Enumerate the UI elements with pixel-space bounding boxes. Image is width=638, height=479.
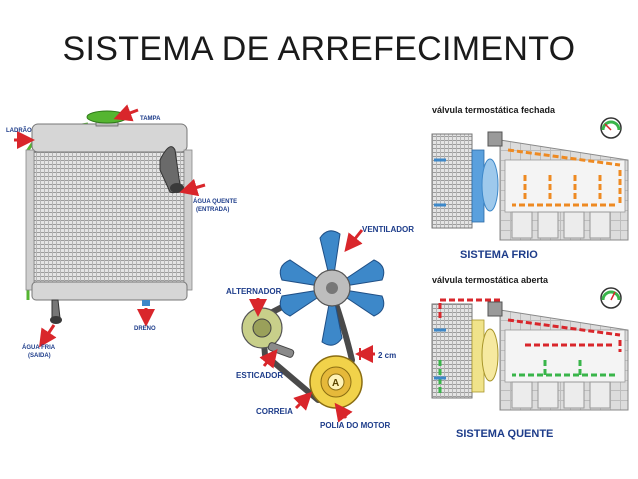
cold-fan bbox=[481, 158, 499, 212]
hot-flow-arrows-green bbox=[438, 360, 615, 395]
cold-radiator bbox=[431, 133, 473, 229]
cold-system-name: SISTEMA FRIO bbox=[460, 249, 538, 261]
cold-system-diagram: válvula termostática fechada bbox=[431, 105, 629, 261]
cold-gauge-arc bbox=[601, 120, 621, 131]
radiator-bottom-tank bbox=[31, 281, 188, 301]
hot-system-diagram: válvula termostática aberta bbox=[431, 275, 629, 440]
cold-pistons bbox=[511, 211, 611, 239]
radiator-frame-left bbox=[25, 149, 35, 291]
radiator-frame-right bbox=[183, 149, 193, 291]
drain-plug bbox=[142, 300, 150, 306]
radiator-diagram: LADRÃO TAMPA ÁGUA QUENTE (ENTRADA) ÁGUA … bbox=[6, 104, 237, 359]
alternator-pulley bbox=[252, 318, 272, 338]
label-esticador: ESTICADOR bbox=[236, 371, 283, 380]
cold-thermostat bbox=[487, 131, 503, 147]
cold-gauge-needle bbox=[604, 123, 612, 131]
hot-water-jacket bbox=[504, 329, 626, 383]
radiator-cap bbox=[86, 110, 128, 124]
motor-pulley-center bbox=[327, 373, 345, 391]
label-agua-fria: ÁGUA FRIA bbox=[22, 344, 56, 351]
cold-flow-arrows bbox=[507, 148, 622, 207]
label-agua-quente-entrada: (ENTRADA) bbox=[196, 207, 229, 213]
radiator-top-tank bbox=[31, 123, 188, 153]
hot-fan bbox=[481, 328, 499, 382]
agua-quente-arrow bbox=[179, 178, 206, 197]
tensioner bbox=[267, 342, 295, 358]
radiator-core bbox=[33, 151, 185, 283]
ventilador-arrow bbox=[344, 229, 364, 253]
label-agua-fria-saida: (SAIDA) bbox=[28, 353, 51, 359]
esticador-arrow bbox=[259, 348, 278, 369]
hot-gauge-needle bbox=[610, 291, 616, 301]
polia-arrow bbox=[334, 402, 353, 423]
fan-hub-center bbox=[326, 282, 338, 294]
slide-title: SISTEMA DE ARREFECIMENTO bbox=[62, 30, 576, 68]
hot-radiator bbox=[431, 303, 473, 399]
agua-fria-arrow bbox=[39, 324, 57, 348]
inlet-hose-end bbox=[170, 183, 184, 193]
label-polia-motor: POLIA DO MOTOR bbox=[320, 421, 390, 430]
fan-belt-diagram: A VENTILADOR ALTERNADOR ESTICADOR CORREI… bbox=[226, 225, 414, 430]
label-tampa: TAMPA bbox=[140, 116, 161, 122]
outlet-hose-end bbox=[50, 316, 62, 324]
hot-thermostat bbox=[487, 301, 503, 317]
hot-system-name: SISTEMA QUENTE bbox=[456, 428, 553, 440]
tampa-arrow bbox=[113, 104, 139, 122]
hot-flow-arrows-red bbox=[438, 298, 622, 352]
label-ventilador: VENTILADOR bbox=[362, 225, 414, 234]
label-agua-quente: ÁGUA QUENTE bbox=[193, 198, 237, 205]
cold-valve-label: válvula termostática fechada bbox=[432, 105, 556, 115]
label-ladrao: LADRÃO bbox=[6, 127, 32, 134]
label-alternador: ALTERNADOR bbox=[226, 287, 282, 296]
hot-gauge-arc bbox=[601, 290, 621, 301]
correia-arrow bbox=[293, 391, 313, 411]
label-dreno: DRENO bbox=[134, 326, 156, 332]
motor-pulley-letter: A bbox=[332, 378, 339, 389]
hot-valve-label: válvula termostática aberta bbox=[432, 275, 549, 285]
hot-pistons bbox=[511, 381, 611, 409]
label-gap: 2 cm bbox=[378, 351, 396, 360]
label-correia: CORREIA bbox=[256, 407, 293, 416]
